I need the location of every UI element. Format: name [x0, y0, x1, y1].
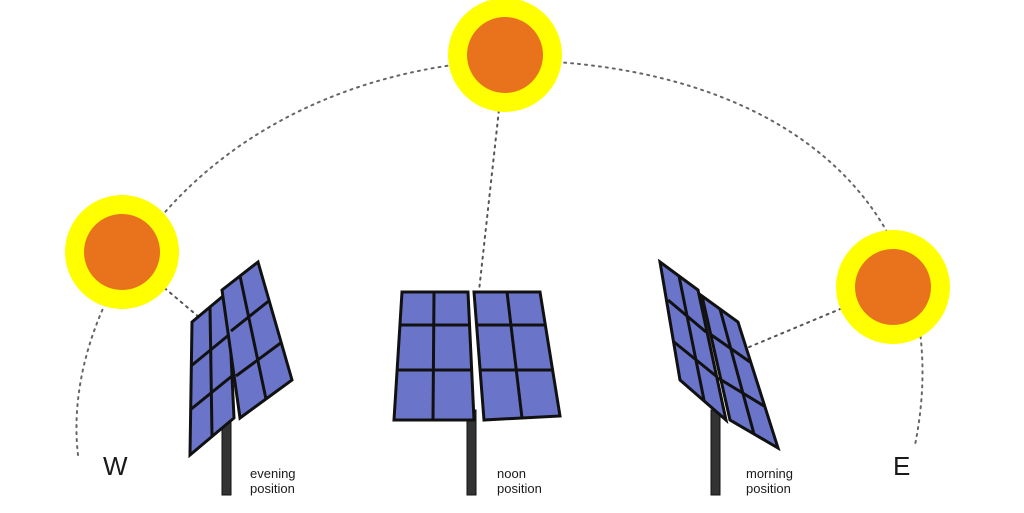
morning-position-line1: morning — [746, 466, 793, 481]
noon-panel-pole — [466, 409, 477, 496]
morning-position-label: morning position — [746, 466, 793, 496]
noon-position-label: noon position — [497, 466, 542, 496]
evening-position-line1: evening — [250, 466, 296, 481]
evening-position-line2: position — [250, 481, 295, 496]
morning-panel-pole — [710, 409, 721, 496]
morning-position-line2: position — [746, 481, 791, 496]
noon-position-line1: noon — [497, 466, 526, 481]
morning-sun-icon — [836, 230, 950, 344]
noon-position-line2: position — [497, 481, 542, 496]
evening-solar-panel — [188, 259, 294, 496]
noon-sun-icon — [448, 0, 562, 112]
evening-sun-icon — [65, 195, 179, 309]
noon-solar-panel — [392, 290, 562, 496]
east-label: E — [893, 451, 911, 481]
evening-position-label: evening position — [250, 466, 296, 496]
morning-solar-panel — [657, 258, 781, 496]
west-label: W — [103, 451, 128, 481]
